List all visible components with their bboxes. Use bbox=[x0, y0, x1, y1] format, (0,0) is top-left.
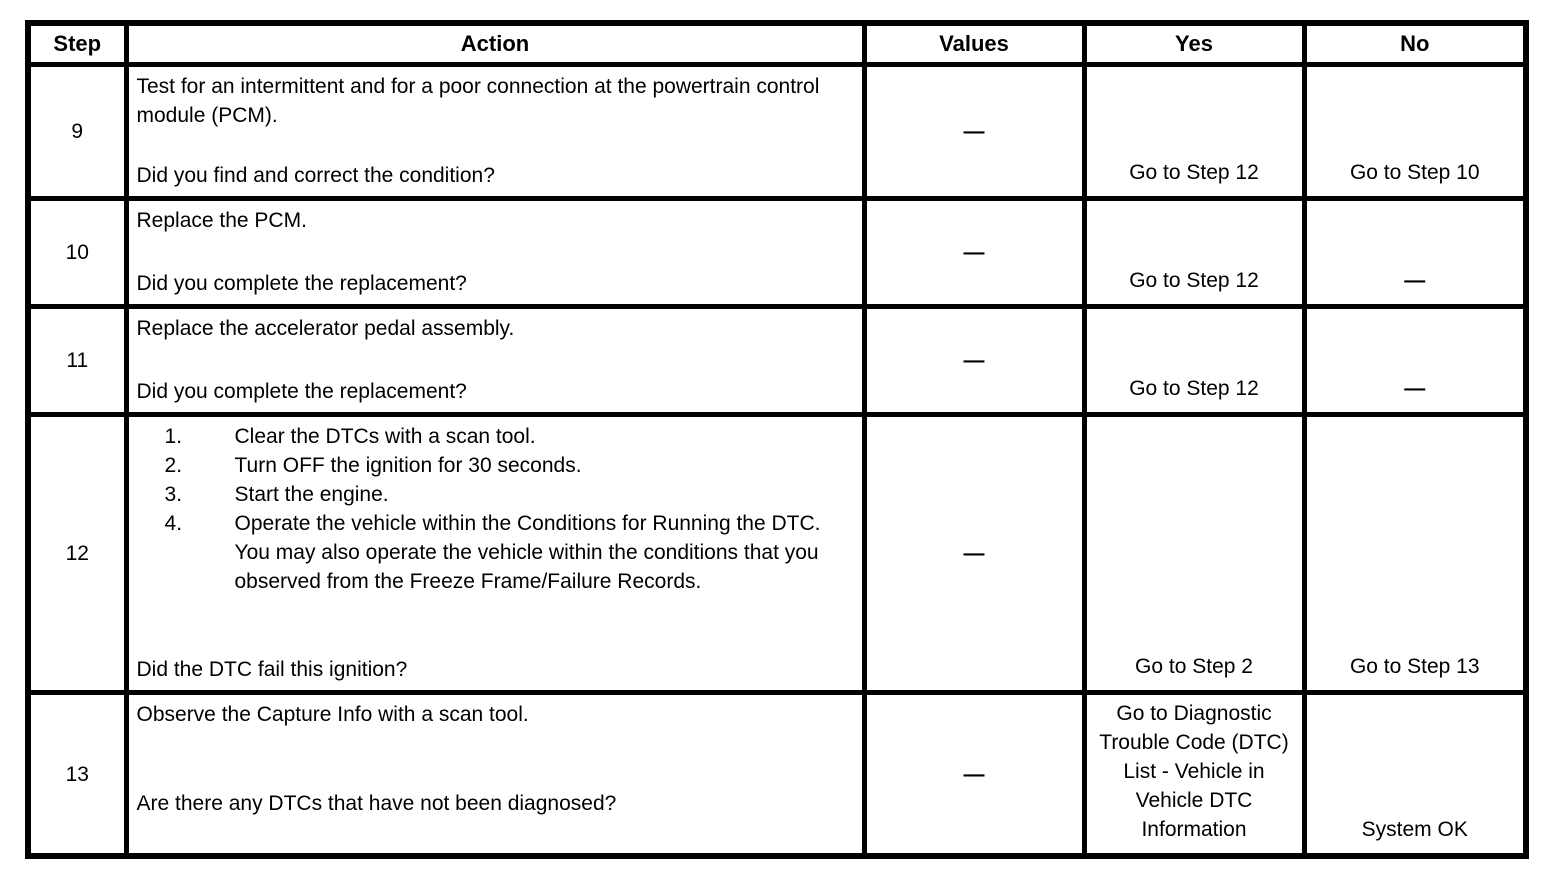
table-row-step-11: 11 Replace the accelerator pedal assembl… bbox=[25, 304, 1529, 417]
action-question: Are there any DTCs that have not been di… bbox=[136, 792, 617, 815]
action-steps-list: Clear the DTCs with a scan tool. Turn OF… bbox=[137, 422, 852, 596]
values-dash: — bbox=[963, 762, 985, 786]
action-content: Clear the DTCs with a scan tool. Turn OF… bbox=[137, 422, 852, 684]
action-cell: Clear the DTCs with a scan tool. Turn OF… bbox=[123, 412, 867, 695]
no-cell: — bbox=[1301, 196, 1529, 309]
diagnostic-steps-table: Step Action Values Yes No 9 Test for an … bbox=[25, 20, 1529, 859]
values-cell: — bbox=[861, 690, 1087, 859]
step-cell: 9 bbox=[25, 62, 129, 201]
action-content: Observe the Capture Info with a scan too… bbox=[137, 700, 852, 818]
table-row-step-9: 9 Test for an intermittent and for a poo… bbox=[25, 62, 1529, 201]
action-question: Did you complete the replacement? bbox=[136, 272, 467, 295]
no-cell: System OK bbox=[1301, 690, 1529, 859]
column-header-action: Action bbox=[123, 20, 867, 67]
action-cell: Observe the Capture Info with a scan too… bbox=[123, 690, 867, 859]
no-cell: Go to Step 13 bbox=[1301, 412, 1529, 695]
values-dash: — bbox=[963, 349, 985, 372]
values-cell: — bbox=[861, 304, 1087, 417]
values-dash: — bbox=[963, 542, 985, 565]
column-header-values: Values bbox=[861, 20, 1087, 67]
action-step-item: Operate the vehicle within the Condition… bbox=[165, 509, 821, 593]
values-cell: — bbox=[861, 62, 1087, 201]
action-step-item: Clear the DTCs with a scan tool. bbox=[165, 422, 536, 451]
table-row-step-13: 13 Observe the Capture Info with a scan … bbox=[25, 690, 1529, 859]
table-header: Step Action Values Yes No bbox=[25, 20, 1529, 67]
action-question: Did you complete the replacement? bbox=[136, 380, 467, 403]
no-cell: — bbox=[1301, 304, 1529, 417]
header-row: Step Action Values Yes No bbox=[25, 20, 1529, 67]
action-question: Did you find and correct the condition? bbox=[136, 164, 495, 187]
action-cell: Test for an intermittent and for a poor … bbox=[123, 62, 867, 201]
step-cell: 12 bbox=[25, 412, 129, 695]
action-cell: Replace the accelerator pedal assembly. … bbox=[123, 304, 867, 417]
action-text: Replace the PCM. bbox=[136, 209, 307, 232]
action-cell: Replace the PCM. Did you complete the re… bbox=[123, 196, 867, 309]
values-cell: — bbox=[861, 412, 1087, 695]
action-step-item: Start the engine. bbox=[165, 480, 389, 509]
values-dash: — bbox=[963, 241, 985, 264]
table-body: 9 Test for an intermittent and for a poo… bbox=[25, 62, 1529, 859]
table-row-step-12: 12 Clear the DTCs with a scan tool. Turn… bbox=[25, 412, 1529, 695]
yes-cell: Go to Diagnostic Trouble Code (DTC) List… bbox=[1081, 690, 1307, 859]
action-step-item: Turn OFF the ignition for 30 seconds. bbox=[165, 451, 582, 480]
step-cell: 10 bbox=[25, 196, 129, 309]
yes-cell: Go to Step 12 bbox=[1081, 62, 1307, 201]
no-dash: — bbox=[1404, 269, 1426, 292]
values-dash: — bbox=[963, 120, 985, 143]
column-header-yes: Yes bbox=[1081, 20, 1307, 67]
action-content: Replace the accelerator pedal assembly. … bbox=[137, 314, 852, 406]
no-cell: Go to Step 10 bbox=[1301, 62, 1529, 201]
yes-cell: Go to Step 12 bbox=[1081, 304, 1307, 417]
action-text: Replace the accelerator pedal assembly. bbox=[136, 317, 515, 340]
step-cell: 13 bbox=[25, 690, 129, 859]
values-cell: — bbox=[861, 196, 1087, 309]
yes-cell: Go to Step 12 bbox=[1081, 196, 1307, 309]
step-cell: 11 bbox=[25, 304, 129, 417]
action-text: Observe the Capture Info with a scan too… bbox=[136, 703, 529, 726]
table-row-step-10: 10 Replace the PCM. Did you complete the… bbox=[25, 196, 1529, 309]
action-text: Test for an intermittent and for a poor … bbox=[136, 75, 820, 127]
action-question: Did the DTC fail this ignition? bbox=[136, 658, 408, 681]
column-header-no: No bbox=[1301, 20, 1529, 67]
action-content: Test for an intermittent and for a poor … bbox=[137, 72, 852, 190]
no-dash: — bbox=[1404, 377, 1426, 400]
action-content: Replace the PCM. Did you complete the re… bbox=[137, 206, 852, 298]
column-header-step: Step bbox=[25, 20, 129, 67]
yes-cell: Go to Step 2 bbox=[1081, 412, 1307, 695]
